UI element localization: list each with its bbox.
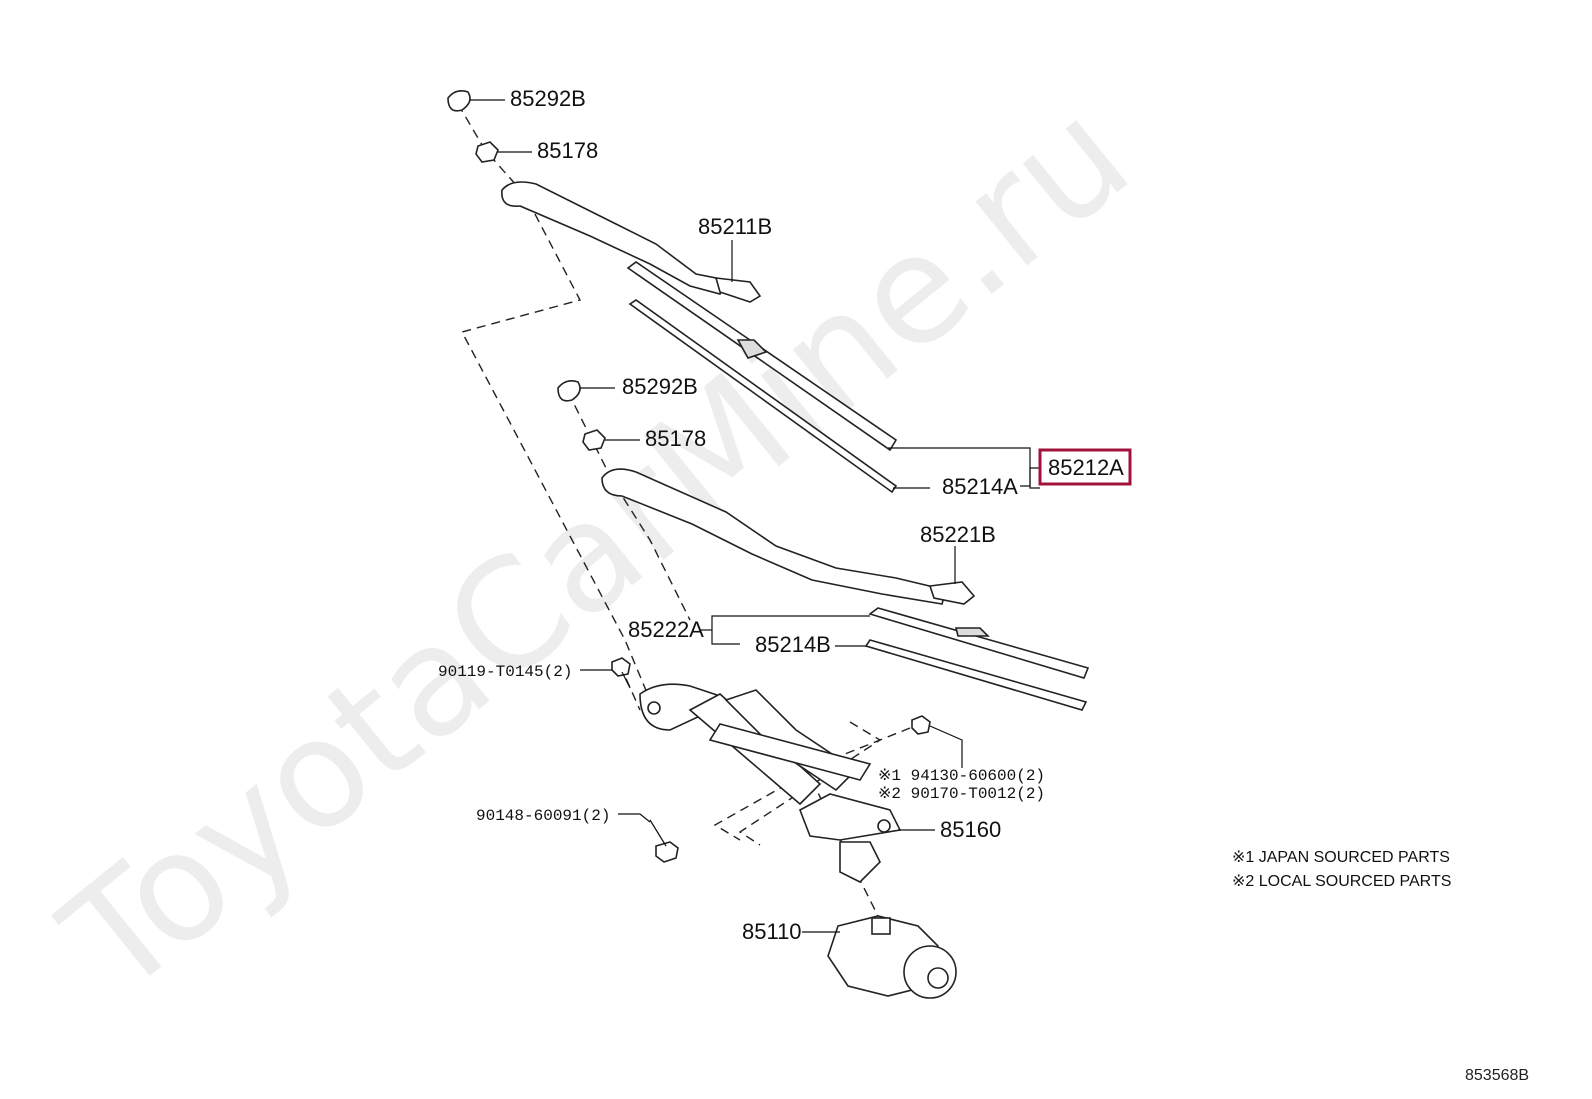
watermark: ToyotaCarMine.ru bbox=[32, 68, 1161, 1029]
wiper-linkage-85160[interactable] bbox=[639, 683, 902, 883]
label-85160[interactable]: 85160 bbox=[940, 817, 1001, 842]
note-local-sourced: ※2 LOCAL SOURCED PARTS bbox=[1232, 873, 1451, 890]
label-90119-t0145[interactable]: 90119-T0145(2) bbox=[438, 663, 572, 681]
label-85211b[interactable]: 85211B bbox=[698, 214, 772, 239]
diagram-code: 853568B bbox=[1465, 1067, 1529, 1084]
nut-85178-upper[interactable] bbox=[475, 141, 499, 163]
label-85214b[interactable]: 85214B bbox=[755, 632, 831, 657]
label-85221b[interactable]: 85221B bbox=[920, 522, 996, 547]
label-85214a[interactable]: 85214A bbox=[942, 474, 1018, 499]
wiper-blade-85212a[interactable] bbox=[626, 261, 898, 452]
nut-85178-lower[interactable] bbox=[582, 429, 606, 451]
blade-rubber-85214a[interactable] bbox=[628, 299, 898, 494]
nut-94130-60600[interactable] bbox=[911, 715, 931, 735]
label-90170-t0012[interactable]: ※2 90170-T0012(2) bbox=[878, 785, 1045, 803]
wiper-arm-85221b[interactable] bbox=[601, 468, 976, 605]
label-85110[interactable]: 85110 bbox=[742, 919, 802, 944]
wiper-motor-85110[interactable] bbox=[827, 915, 957, 999]
label-85292b-upper[interactable]: 85292B bbox=[510, 86, 586, 111]
cap-85292b-upper[interactable] bbox=[447, 90, 471, 112]
bolt-90119-t0145[interactable] bbox=[611, 657, 631, 689]
wiper-arm-85211b[interactable] bbox=[501, 181, 762, 303]
label-85292b-lower[interactable]: 85292B bbox=[622, 374, 698, 399]
note-japan-sourced: ※1 JAPAN SOURCED PARTS bbox=[1232, 849, 1450, 866]
label-85222a[interactable]: 85222A bbox=[628, 617, 704, 642]
blade-rubber-85214b[interactable] bbox=[864, 639, 1088, 711]
label-85178-lower[interactable]: 85178 bbox=[645, 426, 706, 451]
label-85212a[interactable]: 85212A bbox=[1048, 455, 1124, 480]
wiper-blade-85222a[interactable] bbox=[868, 607, 1090, 679]
label-90148-60091[interactable]: 90148-60091(2) bbox=[476, 807, 610, 825]
highlight-box-85212a bbox=[1038, 448, 1132, 486]
label-94130-60600[interactable]: ※1 94130-60600(2) bbox=[878, 767, 1045, 785]
cap-85292b-lower[interactable] bbox=[557, 380, 581, 402]
label-85178-upper[interactable]: 85178 bbox=[537, 138, 598, 163]
bolt-90148-60091[interactable] bbox=[649, 819, 679, 863]
